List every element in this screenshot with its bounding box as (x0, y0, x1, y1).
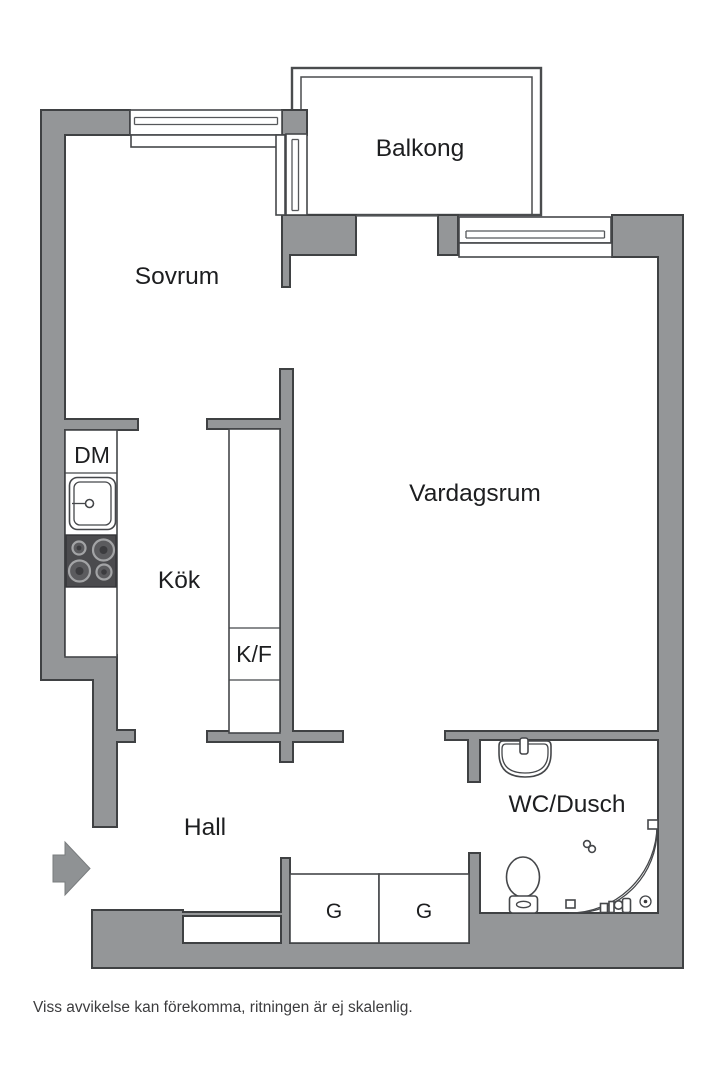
entrance-arrow (52, 840, 91, 897)
label-wardrobe-left: G (326, 900, 342, 923)
kitchen-sink (68, 476, 117, 531)
fridge-freezer-cabinet (228, 428, 281, 734)
label-kitchen: Kök (158, 567, 201, 594)
stove (65, 534, 117, 588)
wall-balcony-block (437, 214, 459, 256)
wardrobes (289, 873, 470, 944)
balcony-door-window (275, 133, 308, 216)
label-living-room: Vardagsrum (409, 480, 541, 507)
wall-bedroom-divider (281, 214, 357, 288)
living-room-window (458, 216, 613, 258)
label-bedroom: Sovrum (135, 263, 219, 290)
washbasin (498, 737, 552, 778)
toilet (505, 856, 541, 914)
wall-corner-block (281, 109, 308, 136)
wall-right-bottom (91, 214, 684, 969)
label-wardrobe-right: G (416, 900, 432, 923)
label-dishwasher: DM (74, 442, 110, 468)
disclaimer-text: Viss avvikelse kan förekomma, ritningen … (33, 999, 413, 1016)
shower-enclosure (565, 819, 659, 914)
wall-kitchen-living (206, 368, 344, 763)
bedroom-window (129, 109, 283, 148)
label-bathroom: WC/Dusch (508, 791, 625, 818)
label-fridge-freezer: K/F (236, 641, 272, 667)
label-balcony: Balkong (376, 135, 465, 162)
label-hall: Hall (184, 814, 226, 841)
